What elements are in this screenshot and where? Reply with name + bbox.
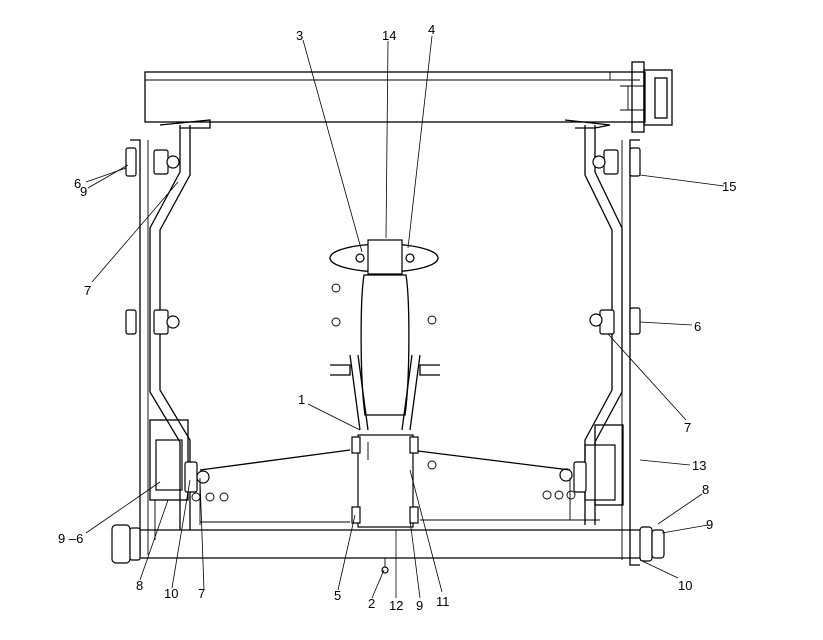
callout-10-right: 10	[678, 578, 692, 593]
callout-15: 15	[722, 179, 736, 194]
callout-8-left: 8	[136, 578, 143, 593]
callout-1: 1	[298, 392, 305, 407]
callout-10-left: 10	[164, 586, 178, 601]
lower-pan-plate	[191, 449, 600, 525]
fastener-group	[125, 147, 641, 493]
callout-5: 5	[334, 588, 341, 603]
callout-11: 11	[436, 594, 450, 609]
callout-labels: 3 14 4 6 9 7 15 6 1 7 13 8 9 10 9 –6 8 1…	[58, 22, 736, 613]
callout-7-right: 7	[684, 420, 691, 435]
right-side-plate	[584, 139, 640, 566]
callout-9-6: 9 –6	[58, 531, 83, 546]
callout-12: 12	[389, 598, 403, 613]
callout-13: 13	[692, 458, 706, 473]
callout-3: 3	[296, 28, 303, 43]
bottom-cross-tube	[111, 524, 665, 574]
callout-7-bottom: 7	[198, 586, 205, 601]
callout-9-bottom: 9	[416, 598, 423, 613]
callout-6-right: 6	[694, 319, 701, 334]
callout-6-top-left: 6	[74, 176, 81, 191]
left-side-plate	[130, 139, 189, 556]
center-shock-absorber	[329, 239, 440, 431]
top-cross-beam	[144, 61, 673, 133]
callout-2: 2	[368, 596, 375, 611]
callout-9-right: 9	[706, 517, 713, 532]
callout-4: 4	[428, 22, 435, 37]
callout-9-top-left: 9	[80, 184, 87, 199]
center-bottom-block	[351, 434, 419, 528]
callout-7-top-left: 7	[84, 283, 91, 298]
callout-8-right: 8	[702, 482, 709, 497]
callout-14: 14	[382, 28, 396, 43]
leader-lines	[85, 35, 725, 599]
